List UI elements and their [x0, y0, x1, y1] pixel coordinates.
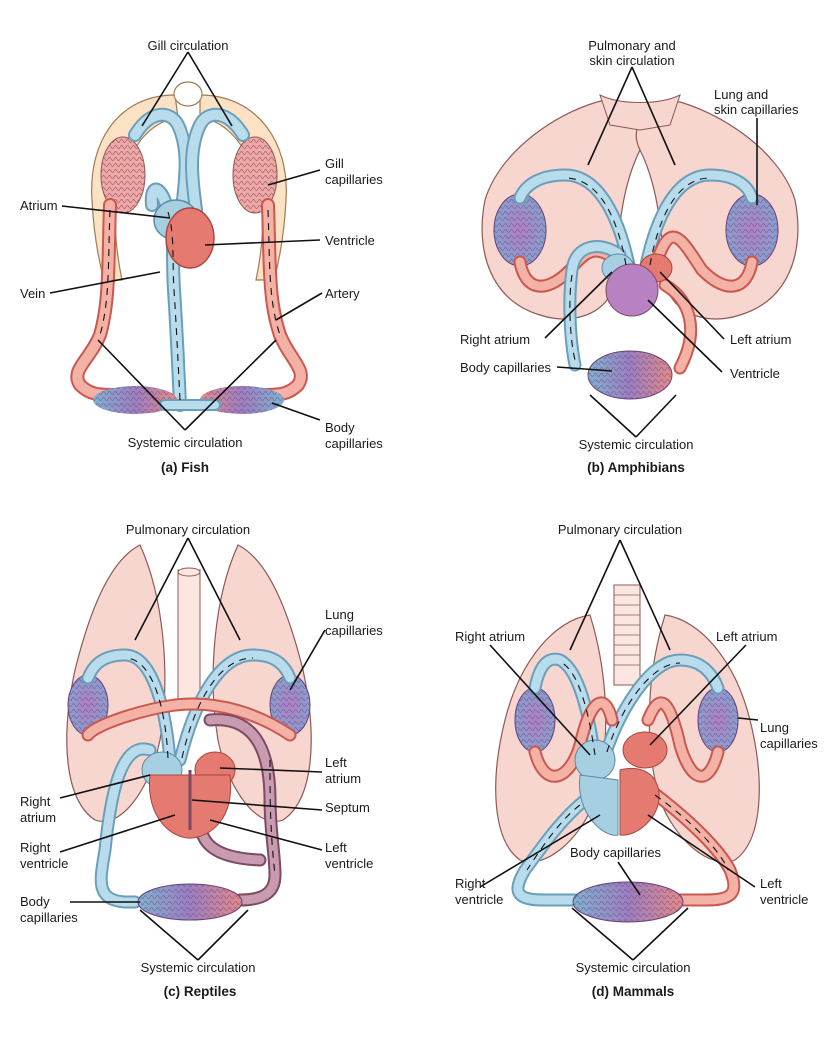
label-gill-capillaries: Gill	[325, 156, 344, 171]
trachea	[177, 569, 201, 701]
label-systemic-circulation: Systemic circulation	[576, 960, 691, 975]
label-body-capillaries: Body capillaries	[570, 845, 662, 860]
label-vein: Vein	[20, 286, 45, 301]
label-left-ventricle: ventricle	[760, 892, 808, 907]
label-systemic-circulation: Systemic circulation	[128, 435, 243, 450]
mammal-left-ventricle	[619, 767, 660, 836]
mammal-right-ventricle	[578, 774, 619, 836]
label-ventricle: Ventricle	[325, 233, 375, 248]
label-right-ventricle: ventricle	[20, 856, 68, 871]
label-ventricle: Ventricle	[730, 366, 780, 381]
label-left-atrium: Left atrium	[730, 332, 791, 347]
amphibian-ventricle	[605, 263, 659, 317]
label-body-capillaries: capillaries	[325, 436, 383, 451]
label-body-capillaries: Body capillaries	[460, 360, 552, 375]
label-right-ventricle: Right	[20, 840, 51, 855]
label-left-ventricle: Left	[760, 876, 782, 891]
label-body-capillaries: Body	[325, 420, 355, 435]
reptile-lung-right	[212, 544, 312, 823]
caption-mammals: (d) Mammals	[592, 984, 675, 999]
panel-amphibians: Pulmonary and skin circulation Lung and …	[460, 38, 799, 475]
label-right-atrium: Right atrium	[455, 629, 525, 644]
label-lung-skin-capillaries: Lung and	[714, 87, 768, 102]
caption-amphibians: (b) Amphibians	[587, 460, 685, 475]
label-lung-capillaries: capillaries	[325, 623, 383, 638]
label-lung-capillaries: capillaries	[760, 736, 818, 751]
label-lung-capillaries: Lung	[760, 720, 789, 735]
label-lung-skin-capillaries: skin capillaries	[714, 102, 799, 117]
label-left-ventricle: ventricle	[325, 856, 373, 871]
fish-ventricle	[165, 207, 215, 269]
label-lung-capillaries: Lung	[325, 607, 354, 622]
caption-fish: (a) Fish	[161, 460, 209, 475]
label-systemic-circulation: Systemic circulation	[579, 437, 694, 452]
label-artery: Artery	[325, 286, 360, 301]
label-septum: Septum	[325, 800, 370, 815]
label-right-atrium: Right	[20, 794, 51, 809]
label-pulmonary-skin-circulation: Pulmonary and	[588, 38, 675, 53]
label-right-ventricle: Right	[455, 876, 486, 891]
label-pulmonary-skin-circulation: skin circulation	[589, 53, 674, 68]
label-left-atrium: Left atrium	[716, 629, 777, 644]
label-left-atrium: atrium	[325, 771, 361, 786]
label-body-capillaries: Body	[20, 894, 50, 909]
label-systemic-circulation: Systemic circulation	[141, 960, 256, 975]
label-atrium: Atrium	[20, 198, 58, 213]
label-left-ventricle: Left	[325, 840, 347, 855]
label-gill-capillaries: capillaries	[325, 172, 383, 187]
panel-mammals: Pulmonary circulation Right atrium Left …	[455, 522, 818, 999]
label-right-atrium: Right atrium	[460, 332, 530, 347]
label-left-atrium: Left	[325, 755, 347, 770]
caption-reptiles: (c) Reptiles	[164, 984, 237, 999]
label-gill-circulation: Gill circulation	[148, 38, 229, 53]
panel-reptiles: Pulmonary circulation Lung capillaries L…	[20, 522, 383, 999]
label-pulmonary-circulation: Pulmonary circulation	[558, 522, 682, 537]
label-pulmonary-circulation: Pulmonary circulation	[126, 522, 250, 537]
label-right-atrium: atrium	[20, 810, 56, 825]
mammal-left-atrium	[622, 731, 668, 769]
label-right-ventricle: ventricle	[455, 892, 503, 907]
panel-fish: Gill circulation Gill capillaries Atrium…	[20, 38, 383, 475]
label-body-capillaries: capillaries	[20, 910, 78, 925]
